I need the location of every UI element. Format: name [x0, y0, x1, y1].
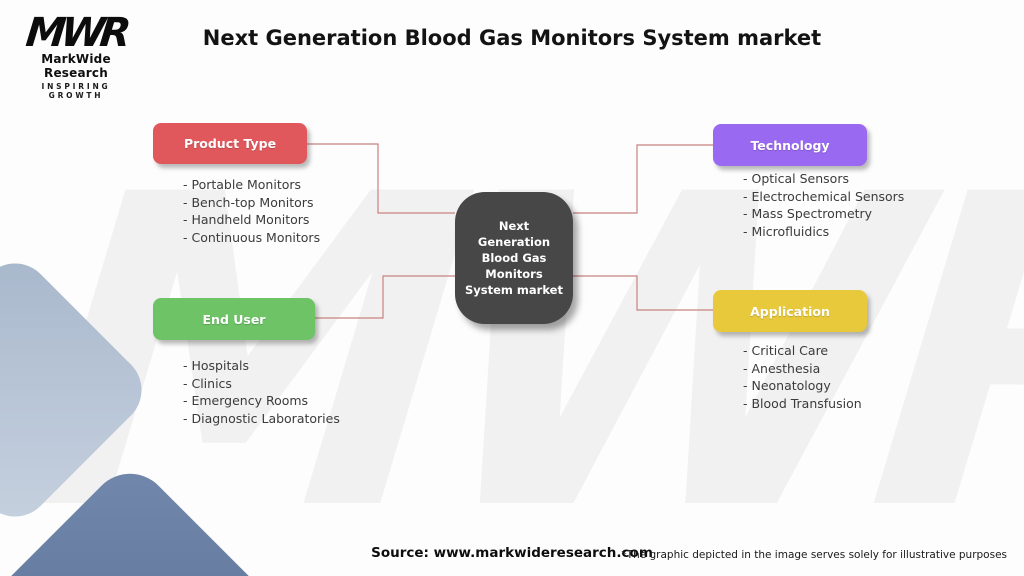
list-item: - Mass Spectrometry: [743, 206, 873, 222]
wire-end-user: [315, 275, 455, 319]
branch-box-technology: Technology: [713, 124, 867, 166]
item-list-application: - Critical Care - Anesthesia - Neonatolo…: [743, 342, 862, 412]
item-list-technology: - Optical Sensors - Electrochemical Sens…: [743, 170, 904, 240]
list-item: - Bench-top Monitors: [183, 194, 314, 210]
item-list-end-user: - Hospitals - Clinics - Emergency Rooms …: [183, 357, 340, 427]
center-label-line-3: System market: [465, 283, 563, 298]
list-item: - Anesthesia: [743, 360, 821, 376]
logo-tagline: INSPIRING GROWTH: [41, 82, 111, 100]
page-title: Next Generation Blood Gas Monitors Syste…: [202, 26, 822, 50]
wire-technology: [573, 144, 713, 214]
markwide-logo: MWR MarkWide Research INSPIRING GROWTH: [20, 10, 132, 100]
list-item: - Handheld Monitors: [183, 212, 310, 228]
list-item: - Neonatology: [743, 378, 831, 394]
center-label-line-1: Next Generation: [477, 218, 551, 249]
logo-company-name: MarkWide Research: [41, 52, 111, 80]
list-item: - Microfluidics: [743, 223, 830, 239]
wire-product-type: [307, 143, 455, 214]
center-node-market: Next Generation Blood Gas Monitors Syste…: [455, 192, 573, 324]
list-item: - Optical Sensors: [743, 171, 849, 186]
source-line: Source: www.markwideresearch.com: [371, 545, 653, 561]
branch-label-application: Application: [750, 303, 830, 319]
wire-application: [573, 275, 713, 311]
list-item: - Diagnostic Laboratories: [183, 410, 340, 426]
item-list-product-type: - Portable Monitors - Bench-top Monitors…: [183, 176, 320, 246]
branch-label-product-type: Product Type: [183, 136, 277, 151]
branch-box-application: Application: [713, 290, 867, 332]
list-item: - Clinics: [183, 375, 232, 391]
branch-box-product-type: Product Type: [153, 123, 307, 164]
center-label-line-2: Blood Gas Monitors: [481, 250, 547, 282]
list-item: - Blood Transfusion: [743, 395, 862, 411]
branch-label-end-user: End User: [202, 311, 266, 327]
center-node-label: Next Generation Blood Gas Monitors Syste…: [463, 218, 565, 298]
list-item: - Hospitals: [183, 358, 249, 373]
list-item: - Continuous Monitors: [183, 229, 321, 245]
list-item: - Electrochemical Sensors: [743, 188, 905, 204]
list-item: - Portable Monitors: [183, 177, 302, 192]
list-item: - Critical Care: [743, 343, 829, 358]
list-item: - Emergency Rooms: [183, 393, 309, 409]
disclaimer-note: *The graphic depicted in the image serve…: [621, 549, 1007, 561]
branch-box-end-user: End User: [153, 298, 315, 340]
branch-label-technology: Technology: [750, 137, 830, 153]
